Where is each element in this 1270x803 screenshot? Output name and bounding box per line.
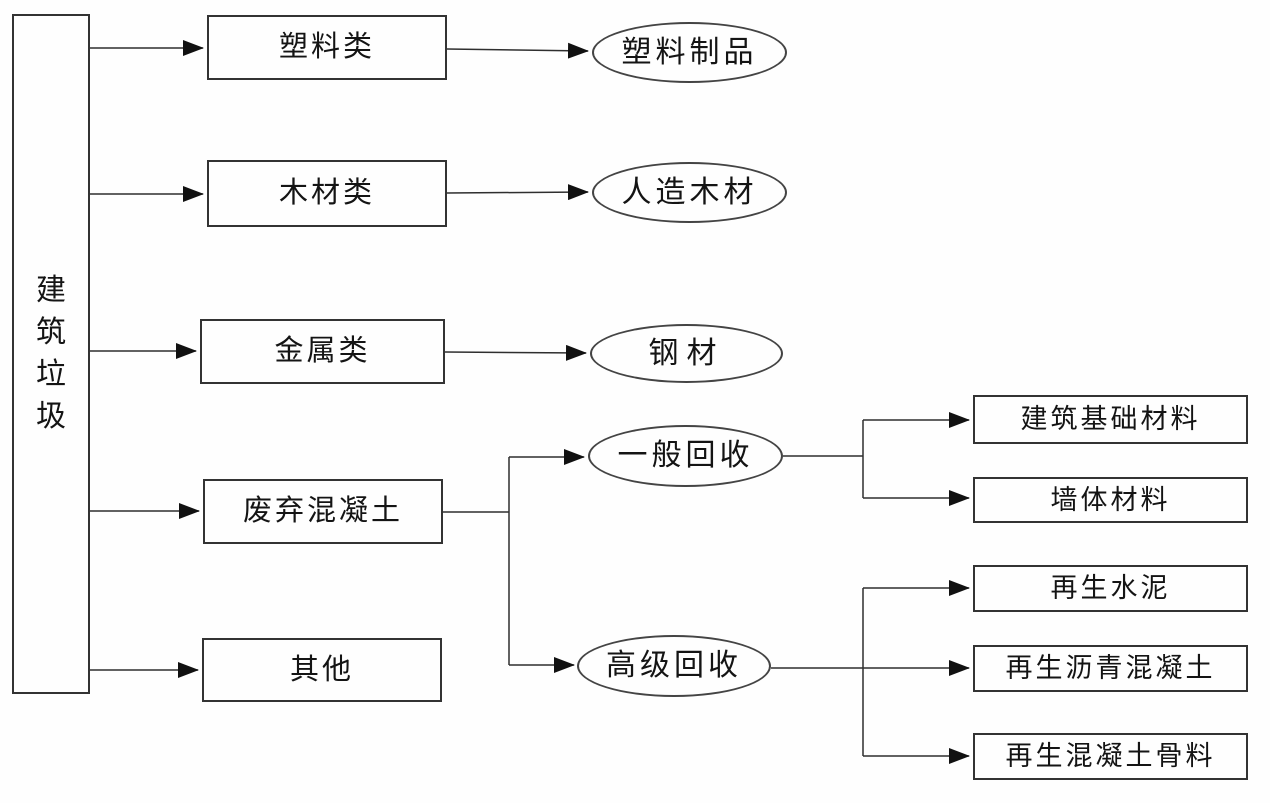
connector-advanced-stem [771, 588, 864, 756]
node-construction-waste-label: 建筑垃圾 [36, 274, 66, 433]
node-plastic-products: 塑料制品 [592, 22, 787, 83]
node-general-recycling-label: 一般回收 [617, 439, 754, 472]
node-plastics-label: 塑料类 [278, 31, 375, 63]
node-foundation-materials: 建筑基础材料 [973, 395, 1248, 444]
node-recycled-asphalt-concrete-label: 再生沥青混凝土 [1005, 653, 1216, 683]
node-metal-label: 金属类 [274, 335, 371, 367]
node-steel: 钢材 [590, 324, 783, 383]
node-wood: 木材类 [207, 160, 447, 227]
connector-wood-artificial-wood [446, 184, 589, 201]
node-recycled-concrete-aggregate-label: 再生混凝土骨料 [1005, 741, 1216, 771]
node-artificial-wood: 人造木材 [592, 162, 787, 223]
node-general-recycling: 一般回收 [588, 425, 783, 487]
node-wall-materials-label: 墙体材料 [1050, 484, 1171, 515]
node-foundation-materials-label: 建筑基础材料 [1020, 404, 1201, 434]
node-waste-concrete-label: 废弃混凝土 [242, 495, 403, 527]
node-recycled-cement-label: 再生水泥 [1050, 573, 1171, 603]
connector-plastics-plastic-products [446, 42, 589, 59]
node-metal: 金属类 [200, 319, 445, 384]
node-steel-label: 钢材 [648, 336, 725, 370]
connector-metal-steel [444, 344, 587, 361]
node-recycled-concrete-aggregate: 再生混凝土骨料 [973, 733, 1248, 780]
node-construction-waste: 建筑垃圾 [12, 14, 90, 694]
node-artificial-wood-label: 人造木材 [621, 175, 758, 209]
node-advanced-recycling: 高级回收 [577, 635, 771, 697]
node-recycled-cement: 再生水泥 [973, 565, 1248, 612]
connector-general-stem [783, 420, 864, 498]
node-other-label: 其他 [289, 653, 354, 686]
connector-waste-concrete-stem [443, 457, 510, 665]
node-wall-materials: 墙体材料 [973, 477, 1248, 523]
node-plastic-products-label: 塑料制品 [621, 35, 758, 69]
node-other: 其他 [202, 638, 442, 702]
node-wood-label: 木材类 [278, 177, 375, 209]
node-recycled-asphalt-concrete: 再生沥青混凝土 [973, 645, 1248, 692]
node-waste-concrete: 废弃混凝土 [203, 479, 443, 544]
node-advanced-recycling-label: 高级回收 [606, 649, 742, 682]
node-plastics: 塑料类 [207, 15, 447, 80]
